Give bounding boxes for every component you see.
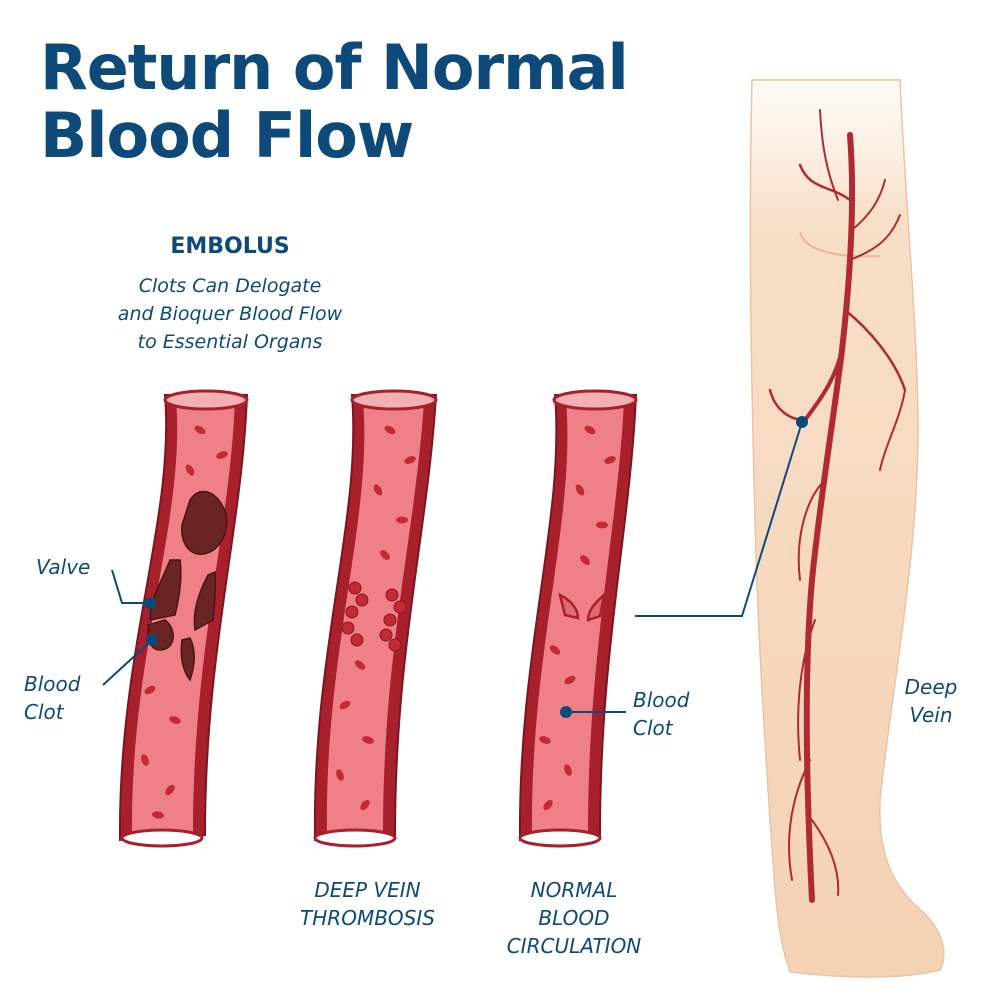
deep-vein-leader	[635, 421, 803, 617]
page-title: Return of Normal Blood Flow	[40, 31, 629, 172]
label-line: Vein	[909, 703, 953, 727]
deep-vein-dot	[796, 416, 808, 428]
embolus-desc-line: and Bioquer Blood Flow	[117, 303, 343, 325]
valve-leader	[111, 569, 150, 604]
label-line: Blood	[633, 688, 690, 712]
vessel-lumen	[326, 400, 424, 835]
blood-clot-left-leader	[102, 639, 153, 686]
embolus-desc-line: Clots Can Delogate	[138, 275, 322, 297]
valve-leader-dot	[144, 597, 156, 609]
vessel-bottom-opening	[518, 828, 602, 848]
leader-lines	[102, 416, 808, 718]
blood-clot-left-label: Blood Clot	[24, 670, 80, 726]
vessel-opening	[163, 389, 249, 411]
caption-line: THROMBOSIS	[300, 906, 435, 930]
caption-line: CIRCULATION	[506, 934, 642, 958]
title-line-1: Return of Normal	[40, 31, 629, 104]
leg-shape	[749, 79, 945, 978]
label-line: Clot	[24, 700, 64, 724]
blood-clot-right-dot	[560, 706, 572, 718]
vessel-opening	[350, 389, 438, 411]
caption-line: DEEP VEIN	[314, 878, 421, 902]
vessel-dvt	[313, 389, 438, 848]
normal-caption: NORMAL BLOOD CIRCULATION	[474, 876, 674, 960]
knee-crease	[799, 231, 881, 258]
vessel-embolus	[118, 389, 249, 848]
embolus-desc-line: to Essential Organs	[137, 331, 323, 353]
blood-cells	[336, 425, 416, 811]
vessel-bottom-opening	[120, 828, 204, 848]
thrombus-clusters	[341, 581, 407, 652]
vessel-bottom-opening	[313, 828, 397, 848]
label-line: Deep	[904, 675, 958, 699]
dvt-caption: DEEP VEIN THROMBOSIS	[270, 876, 465, 932]
title-line-2: Blood Flow	[40, 99, 414, 172]
leg-illustration	[749, 79, 945, 978]
embolus-description: Clots Can Delogate and Bioquer Blood Flo…	[40, 272, 420, 356]
deep-vein-network	[768, 109, 907, 903]
caption-line: BLOOD	[538, 906, 610, 930]
blood-cells	[539, 425, 616, 811]
blood-clot-left-dot	[146, 634, 158, 646]
label-line: Clot	[633, 716, 673, 740]
deep-vein-label: Deep Vein	[888, 673, 974, 729]
caption-line: NORMAL	[530, 878, 618, 902]
vessel-normal	[518, 389, 638, 848]
valve-label: Valve	[36, 555, 91, 579]
valve-flaps	[558, 591, 606, 622]
vessel-opening	[552, 389, 638, 411]
embolus-heading: EMBOLUS	[170, 234, 290, 259]
blood-clot-right-label: Blood Clot	[633, 686, 689, 742]
label-line: Blood	[24, 672, 81, 696]
